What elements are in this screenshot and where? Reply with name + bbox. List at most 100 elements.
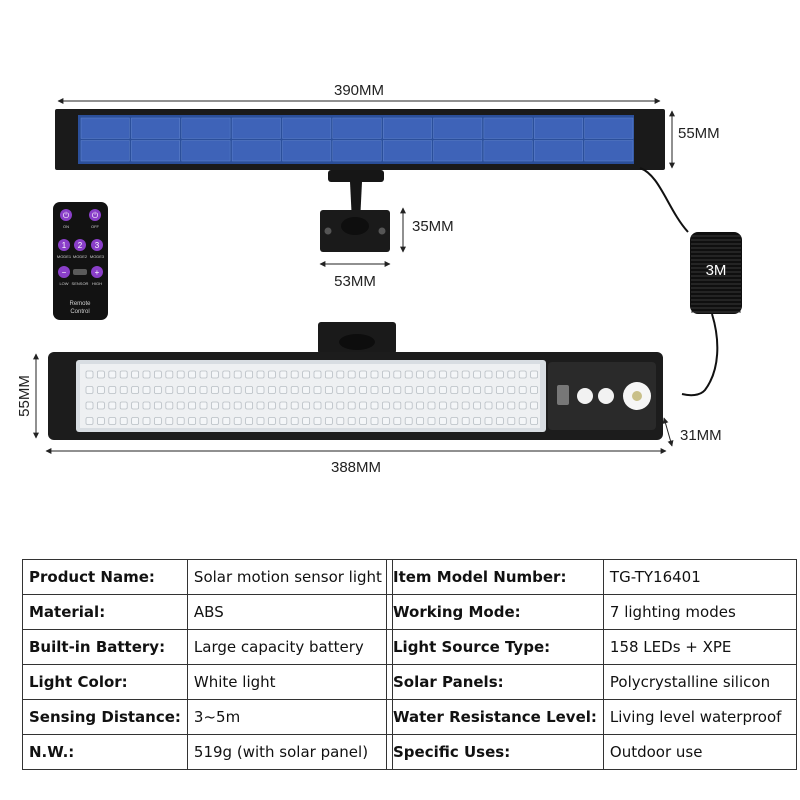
remote-button-caption: SENSOR xyxy=(72,281,89,286)
led xyxy=(438,417,447,425)
table-row: Material:ABS xyxy=(22,594,393,630)
lamp-width-dimension: 388MM xyxy=(45,448,667,476)
led xyxy=(313,417,322,425)
solar-cell xyxy=(282,117,332,139)
table-row: Item Model Number:TG-TY16401 xyxy=(386,559,797,595)
remote-button-caption: OFF xyxy=(91,224,100,229)
led xyxy=(450,386,459,394)
led xyxy=(495,370,504,379)
spec-value: Solar motion sensor light xyxy=(186,559,393,595)
led xyxy=(495,417,504,425)
panel-width-label: 390MM xyxy=(334,82,384,99)
remote-button: ⏻OFF xyxy=(89,209,101,229)
led xyxy=(222,401,231,410)
led xyxy=(507,417,516,425)
led xyxy=(359,401,368,410)
led xyxy=(222,370,231,379)
remote-button: ⏻ON xyxy=(60,209,72,229)
led xyxy=(279,417,288,425)
led xyxy=(370,386,379,394)
led xyxy=(461,401,470,410)
remote-label-line2: Control xyxy=(70,309,89,315)
led xyxy=(188,370,197,379)
table-row: Product Name:Solar motion sensor light xyxy=(22,559,393,595)
led xyxy=(347,401,356,410)
remote-button-circle xyxy=(91,239,103,251)
led xyxy=(473,370,482,379)
remote-button-glyph: − xyxy=(62,268,67,277)
remote-button-circle xyxy=(91,266,103,278)
led xyxy=(256,417,265,425)
remote-button-caption: MODE1 xyxy=(57,254,72,259)
led xyxy=(518,401,527,410)
remote-button-glyph: 3 xyxy=(95,241,100,250)
led xyxy=(530,370,538,379)
led xyxy=(495,401,504,410)
led xyxy=(473,401,482,410)
led xyxy=(302,386,311,394)
led xyxy=(302,401,311,410)
solar-cell xyxy=(332,140,382,162)
bracket-width-dimension: 53MM xyxy=(319,261,391,290)
spec-value: Polycrystalline silicon xyxy=(602,664,797,700)
remote-button-circle xyxy=(74,239,86,251)
led xyxy=(450,401,459,410)
led xyxy=(142,417,151,425)
spec-key: Solar Panels: xyxy=(386,664,604,700)
led xyxy=(131,386,140,394)
led xyxy=(461,386,470,394)
spec-value: TG-TY16401 xyxy=(602,559,797,595)
solar-cell xyxy=(231,140,281,162)
solar-cell xyxy=(534,117,583,139)
spec-key: Light Source Type: xyxy=(386,629,604,665)
led xyxy=(153,401,162,410)
spec-table-left: Product Name:Solar motion sensor light M… xyxy=(22,559,393,770)
light-sensor-icon xyxy=(577,388,593,404)
panel-height-label: 55MM xyxy=(678,125,720,142)
led xyxy=(199,386,208,394)
led xyxy=(359,417,368,425)
led xyxy=(473,417,482,425)
spec-value: Outdoor use xyxy=(602,734,797,770)
led xyxy=(518,417,527,425)
lamp-height-dimension: 55MM xyxy=(16,353,39,439)
led xyxy=(119,401,128,410)
spec-value: 519g (with solar panel) xyxy=(186,734,393,770)
led xyxy=(484,370,493,379)
remote-button-glyph: + xyxy=(95,268,100,277)
led xyxy=(210,386,219,394)
led xyxy=(108,401,117,410)
remote-button-circle xyxy=(58,239,70,251)
led xyxy=(199,401,208,410)
remote-label-line1: Remote xyxy=(69,301,91,307)
lamp-height-label: 55MM xyxy=(16,375,33,417)
led xyxy=(336,417,345,425)
led xyxy=(427,386,436,394)
led xyxy=(165,417,174,425)
led xyxy=(324,386,333,394)
remote-button-caption: ON xyxy=(63,224,69,229)
led xyxy=(507,370,516,379)
spec-value: ABS xyxy=(186,594,393,630)
remote-button: +HIGH xyxy=(91,266,103,286)
mounting-bracket xyxy=(320,170,390,252)
led xyxy=(199,370,208,379)
led xyxy=(313,386,322,394)
led xyxy=(290,370,299,379)
led xyxy=(108,370,117,379)
led xyxy=(393,386,402,394)
remote-button-caption: MODE2 xyxy=(73,254,88,259)
led xyxy=(438,401,447,410)
led xyxy=(290,417,299,425)
solar-cell xyxy=(483,117,533,139)
led xyxy=(267,401,276,410)
led xyxy=(279,370,288,379)
spec-key: Item Model Number: xyxy=(386,559,604,595)
lamp-mount xyxy=(318,322,396,354)
solar-cell xyxy=(534,140,583,162)
led xyxy=(153,370,162,379)
led xyxy=(450,417,459,425)
